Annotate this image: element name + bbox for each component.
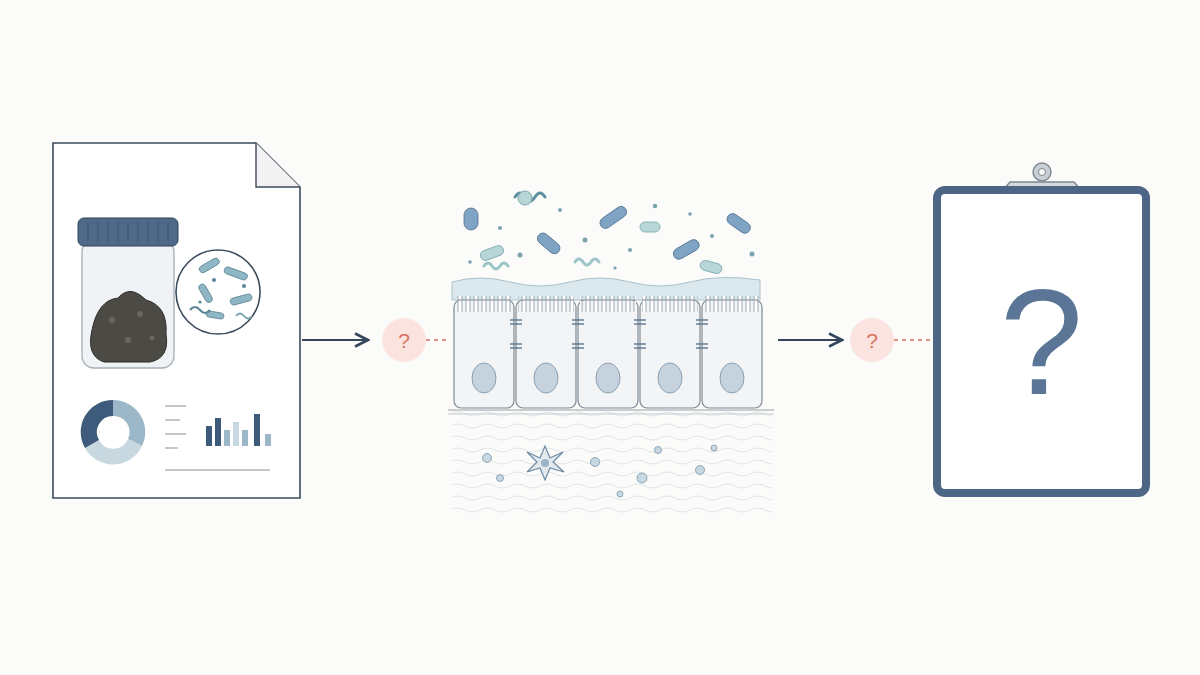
dashed-link bbox=[894, 339, 933, 340]
microvilli bbox=[642, 296, 698, 312]
dashed-link bbox=[426, 339, 450, 340]
gut-epithelium bbox=[448, 191, 774, 513]
question-mark: ? bbox=[1000, 267, 1083, 417]
report-document bbox=[53, 143, 300, 498]
nucleus bbox=[658, 363, 682, 393]
epithelial-cell bbox=[702, 300, 762, 408]
microvilli bbox=[704, 296, 760, 312]
question-mark: ? bbox=[398, 330, 410, 351]
nucleus bbox=[720, 363, 744, 393]
clipboard-board: ? bbox=[933, 186, 1150, 497]
nucleus bbox=[596, 363, 620, 393]
nucleus bbox=[534, 363, 558, 393]
question-mark: ? bbox=[866, 330, 878, 351]
flow-arrow bbox=[778, 339, 842, 341]
microvilli bbox=[456, 296, 512, 312]
nucleus bbox=[472, 363, 496, 393]
epithelial-cell bbox=[640, 300, 700, 408]
epithelial-cell bbox=[516, 300, 576, 408]
flow-arrow bbox=[302, 339, 368, 341]
microvilli bbox=[580, 296, 636, 312]
question-badge: ? bbox=[850, 318, 894, 362]
epithelial-cell bbox=[578, 300, 638, 408]
epithelial-cell bbox=[454, 300, 514, 408]
question-badge: ? bbox=[382, 318, 426, 362]
microvilli bbox=[518, 296, 574, 312]
